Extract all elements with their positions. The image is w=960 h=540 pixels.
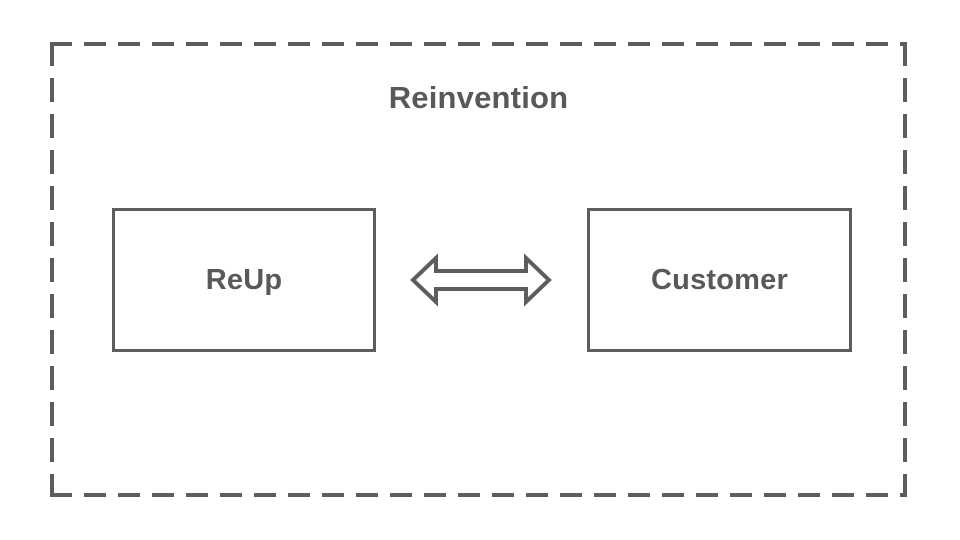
node-customer[interactable]: Customer — [587, 208, 852, 352]
boundary-edge-left — [50, 42, 54, 497]
reinvention-boundary: Reinvention — [50, 42, 907, 497]
node-customer-label: Customer — [651, 263, 788, 296]
double-headed-arrow-svg — [410, 253, 552, 307]
boundary-edge-right — [903, 42, 907, 497]
arrow-shape — [410, 253, 552, 307]
boundary-edge-top — [50, 42, 907, 46]
boundary-edge-bottom — [50, 493, 907, 497]
node-reup[interactable]: ReUp — [112, 208, 376, 352]
node-reup-label: ReUp — [205, 263, 283, 296]
double-headed-arrow-icon[interactable] — [408, 252, 554, 308]
reinvention-title: Reinvention — [388, 80, 569, 115]
